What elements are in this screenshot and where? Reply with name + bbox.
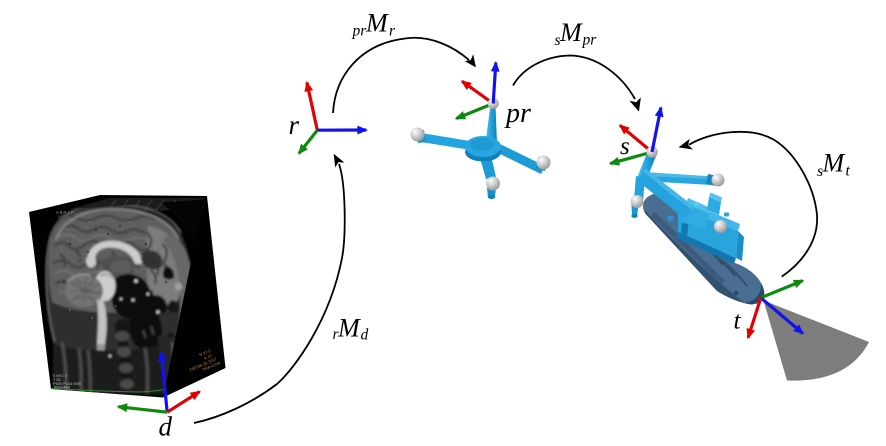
svg-text:s: s	[555, 32, 561, 49]
svg-text:s: s	[620, 133, 630, 160]
svg-text:r: r	[289, 110, 300, 140]
svg-text:0 W/C 0: 0 W/C 0	[53, 373, 68, 378]
svg-text:7 05: 7 05	[53, 377, 61, 382]
svg-text:r: r	[389, 22, 396, 39]
svg-text:d: d	[361, 326, 369, 343]
svg-text:M: M	[559, 18, 583, 47]
svg-text:A 12: A 12	[203, 353, 213, 361]
svg-text:t: t	[846, 163, 851, 180]
svg-text:r: r	[333, 326, 340, 343]
svg-text:pr: pr	[352, 22, 368, 39]
svg-text:M: M	[337, 314, 361, 343]
svg-text:M: M	[822, 149, 846, 178]
svg-text:t: t	[734, 305, 742, 334]
svg-text:d: d	[159, 412, 173, 442]
svg-text:pr: pr	[504, 98, 531, 129]
svg-text:s: s	[817, 163, 823, 180]
svg-text:5W/04dB: 5W/04dB	[54, 385, 70, 390]
svg-text:A 9 R L P: A 9 R L P	[56, 210, 74, 215]
svg-text:P500 P144 M05: P500 P144 M05	[53, 381, 81, 386]
svg-text:M: M	[365, 9, 389, 38]
svg-text:pr: pr	[582, 32, 598, 49]
svg-text:N 27.0: N 27.0	[198, 348, 212, 358]
